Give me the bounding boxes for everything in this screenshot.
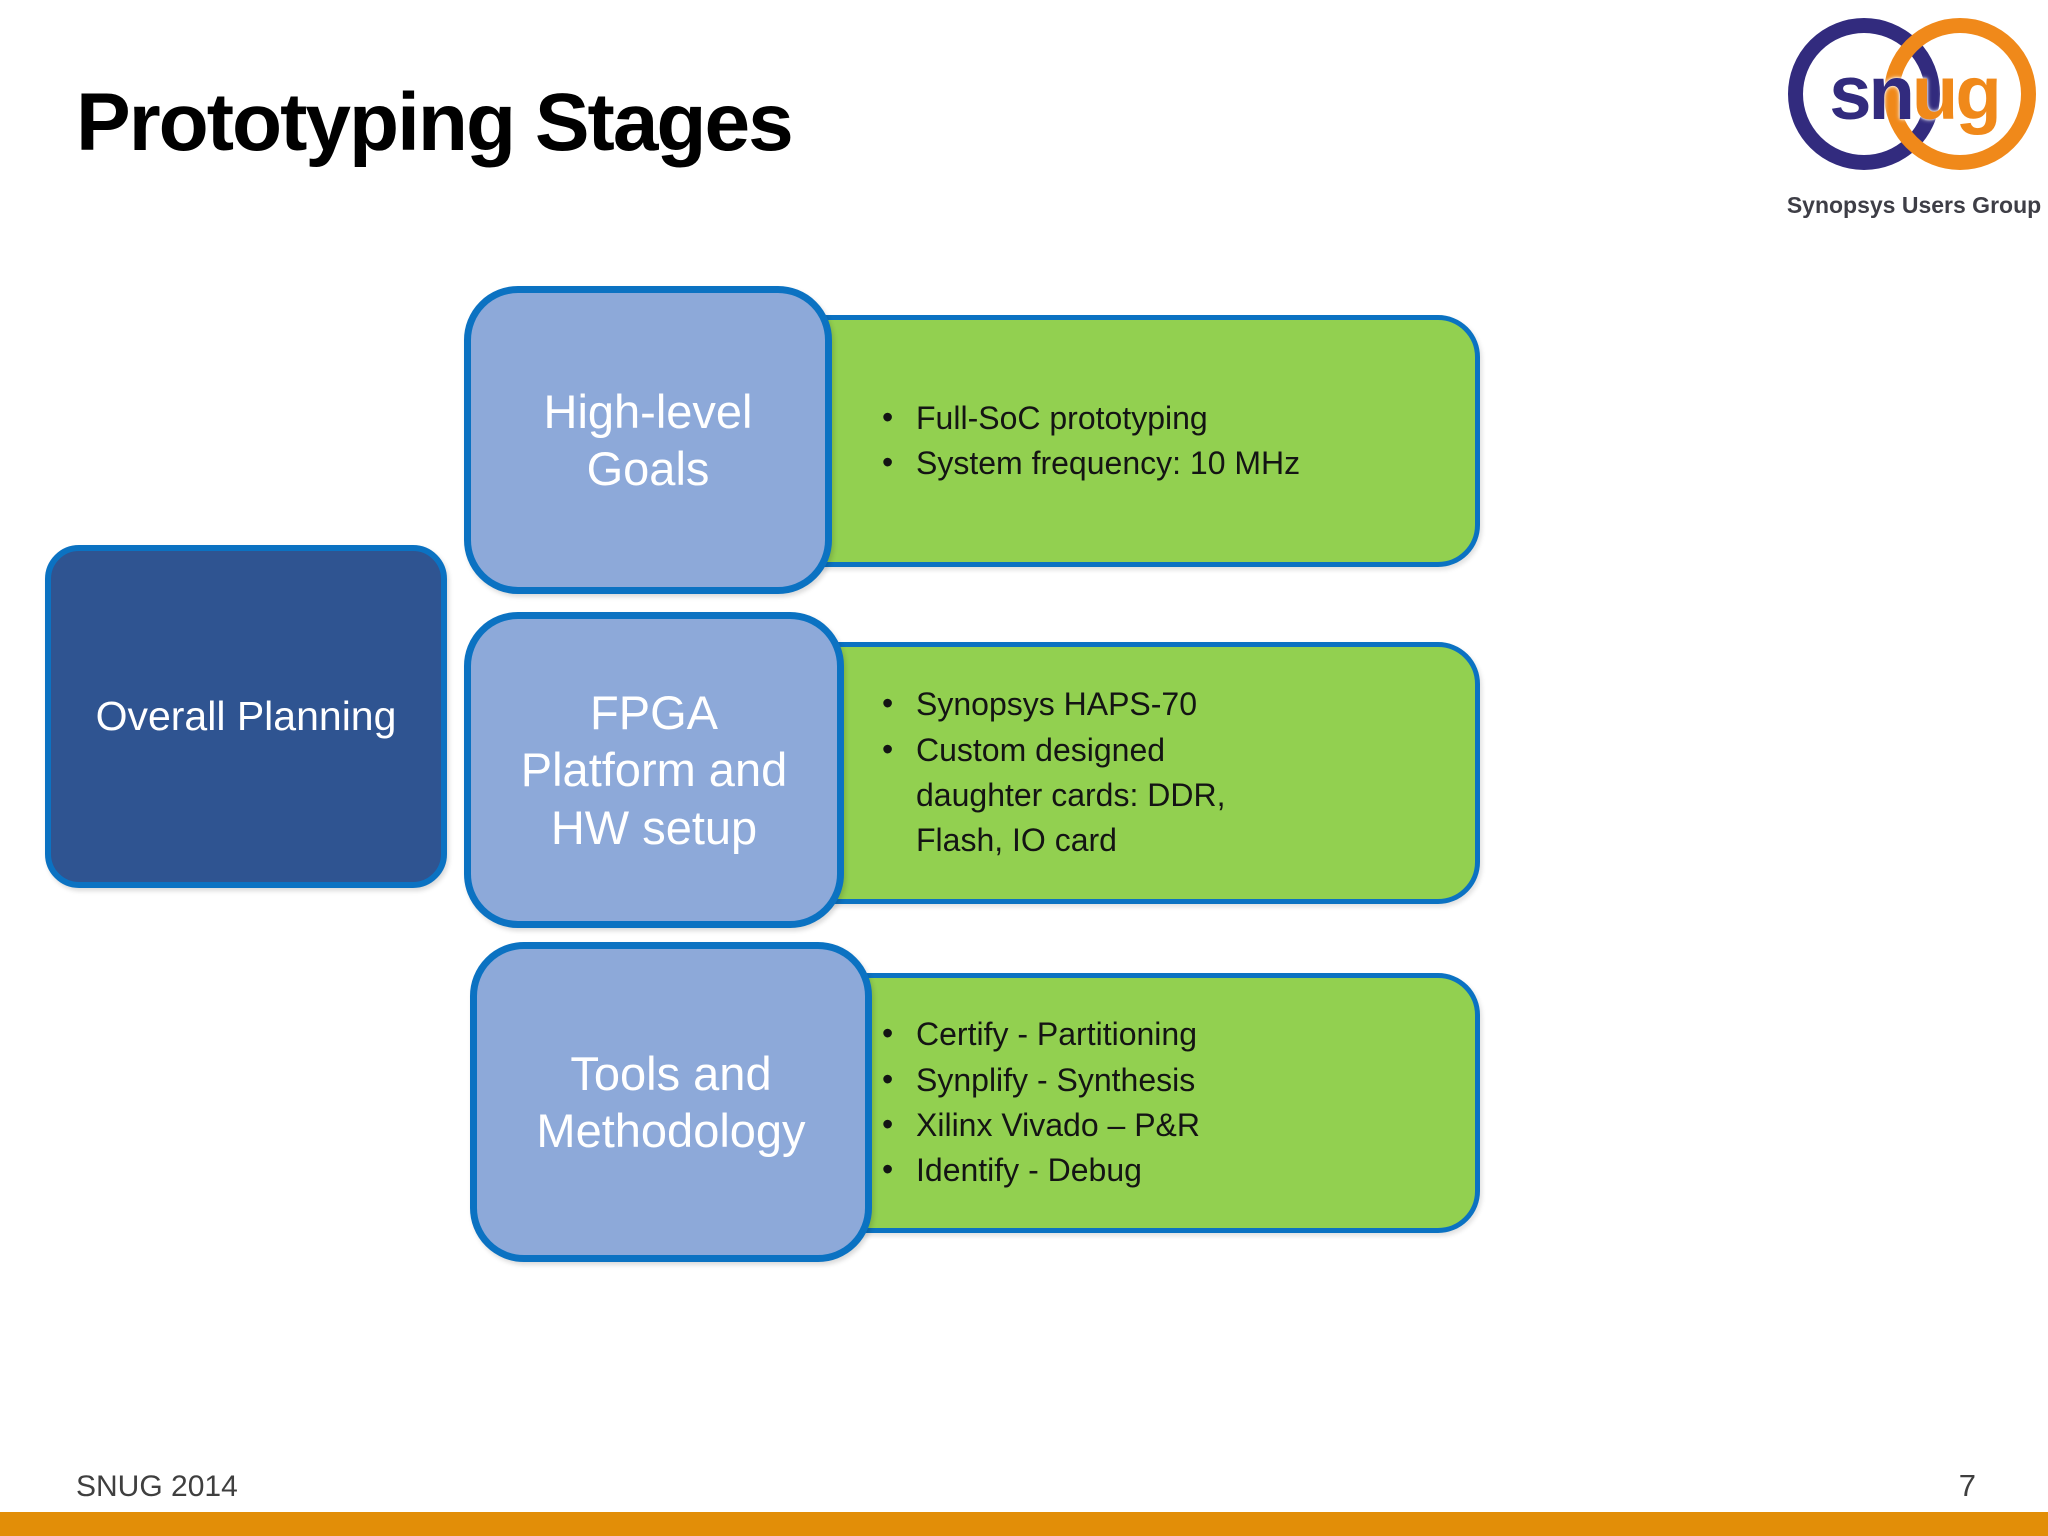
- footer-accent-bar: [0, 1512, 2048, 1536]
- bullet-item: Identify - Debug: [880, 1147, 1475, 1193]
- bullet-item: Full-SoC prototyping: [880, 395, 1475, 441]
- bullet-item: Synopsys HAPS-70: [880, 681, 1300, 727]
- snug-logo: snug Synopsys Users Group: [1787, 12, 2041, 224]
- footer-label: SNUG 2014: [76, 1470, 238, 1503]
- logo-word-ug: ug: [1911, 51, 2002, 136]
- overall-planning-label: Overall Planning: [95, 693, 397, 739]
- bullet-list: Synopsys HAPS-70 Custom designed daughte…: [880, 681, 1300, 864]
- logo-wordmark: snug: [1788, 56, 2040, 132]
- stage-box-fpga-platform: FPGA Platform and HW setup: [464, 612, 844, 928]
- bullet-item: System frequency: 10 MHz: [880, 440, 1475, 486]
- logo-word-sn: sn: [1829, 51, 1915, 136]
- stage-label: High-level Goals: [543, 384, 753, 495]
- bullet-item: Xilinx Vivado – P&R: [880, 1102, 1475, 1148]
- bullet-item: Custom designed daughter cards: DDR, Fla…: [880, 727, 1300, 864]
- stage-box-tools-methodology: Tools and Methodology: [470, 942, 872, 1262]
- page-title: Prototyping Stages: [76, 77, 794, 168]
- bullet-item: Synplify - Synthesis: [880, 1057, 1475, 1103]
- logo-caption: Synopsys Users Group: [1786, 192, 2042, 218]
- bullet-list: Full-SoC prototyping System frequency: 1…: [880, 395, 1475, 487]
- bullet-list: Certify - Partitioning Synplify - Synthe…: [880, 1011, 1475, 1194]
- overall-planning-box: Overall Planning: [45, 545, 447, 888]
- page-number: 7: [1958, 1468, 1976, 1503]
- bullet-item: Certify - Partitioning: [880, 1011, 1475, 1057]
- stage-label: Tools and Methodology: [536, 1046, 806, 1157]
- stage-box-high-level-goals: High-level Goals: [464, 286, 832, 594]
- stage-label: FPGA Platform and HW setup: [520, 686, 788, 854]
